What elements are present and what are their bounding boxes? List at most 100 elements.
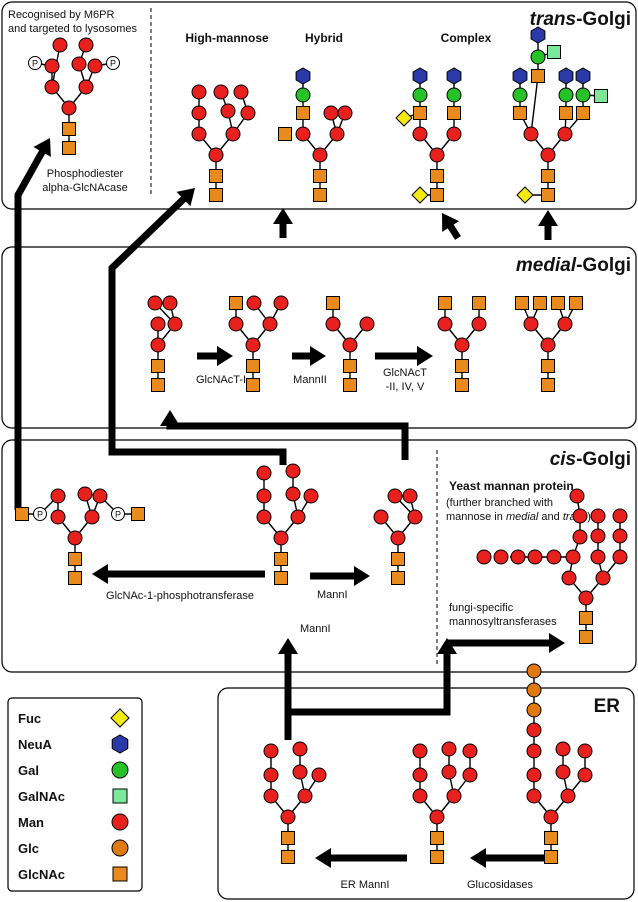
man-residue <box>523 126 539 142</box>
man-residue <box>577 743 593 759</box>
man-residue <box>561 570 577 586</box>
man-residue <box>590 549 606 565</box>
arrow-medial-to-complex <box>442 213 461 240</box>
fuc-residue <box>411 186 429 204</box>
glcnact-ii-label-line2: -II, IV, V <box>386 381 425 393</box>
man-residue <box>337 105 353 121</box>
man-residue <box>167 316 183 332</box>
m6pr-label-line1: Recognised by M6PR <box>8 9 114 21</box>
man-residue <box>429 809 445 825</box>
man-residue <box>402 488 418 504</box>
man-residue <box>263 767 279 783</box>
man-residue <box>373 509 389 525</box>
arrow-glcnact-i <box>197 346 233 366</box>
arrow-phosphotransferase <box>92 564 265 584</box>
man-residue <box>78 79 94 95</box>
glcnac-residue <box>513 106 527 120</box>
man-residue <box>263 743 279 759</box>
gal-residue <box>512 87 528 103</box>
glycan-trans-hybrid <box>295 67 353 202</box>
glcnac-residue <box>430 188 444 202</box>
gal-residue <box>295 87 311 103</box>
arrow-glcnact-ii <box>375 346 433 366</box>
man-residue <box>462 767 478 783</box>
glcnac-residue <box>246 378 260 392</box>
gal-residue <box>575 87 591 103</box>
man-residue <box>71 56 87 72</box>
man-residue <box>92 488 108 504</box>
man-residue <box>67 530 83 546</box>
man-residue <box>77 486 93 502</box>
legend-box <box>7 697 143 892</box>
glcnac-residue <box>151 378 165 392</box>
glcnac-residue <box>541 169 555 183</box>
man-residue <box>407 509 423 525</box>
man-residue <box>213 84 229 100</box>
man-residue <box>526 743 542 759</box>
man-residue <box>191 84 207 100</box>
legend-label-fuc: Fuc <box>18 711 41 726</box>
glcnac-residue <box>343 359 357 373</box>
phosphate-residue <box>33 507 47 521</box>
glcnac-residue <box>246 359 260 373</box>
yeast-mannan-line1: (further branched with <box>446 497 553 509</box>
man-residue <box>557 126 573 142</box>
neua-residue <box>446 67 462 85</box>
phosphodiesterase-label-line2: alpha-GlcNAcase <box>42 182 128 194</box>
legend-label-neua: NeuA <box>18 737 53 752</box>
man-residue <box>540 337 556 353</box>
man-residue <box>543 809 559 825</box>
man-residue <box>476 549 492 565</box>
glcnac-residue <box>209 188 223 202</box>
man-residue <box>191 126 207 142</box>
man-residue <box>303 488 319 504</box>
man-residue <box>240 105 256 121</box>
legend-label-man: Man <box>18 815 44 830</box>
yeast-mannan-line2: mannose in medial and trans) <box>446 511 591 523</box>
glcnac-residue <box>430 831 444 845</box>
man-residue <box>441 741 457 757</box>
man-residue <box>245 337 261 353</box>
neua-residue <box>295 67 311 85</box>
man-residue <box>256 488 272 504</box>
glycan-medial-multi-glcnac <box>515 296 583 392</box>
man-residue <box>323 105 339 121</box>
glc-residue <box>526 702 542 718</box>
man-residue <box>546 549 562 565</box>
man-residue <box>612 528 628 544</box>
gal-residue <box>530 49 546 65</box>
man-residue <box>191 105 207 121</box>
man-residue <box>150 316 166 332</box>
galnac-residue <box>547 45 561 59</box>
man-residue <box>273 295 289 311</box>
glcnac-residue <box>541 378 555 392</box>
neua-residue <box>575 67 591 85</box>
fungi-label-line1: fungi-specific <box>449 602 514 614</box>
man-residue <box>523 316 539 332</box>
legend-symbol-glcnac <box>112 866 128 882</box>
arrow-er-manni <box>315 848 407 868</box>
galnac-residue <box>594 89 608 103</box>
legend-label-glcnac: GlcNAc <box>18 867 65 882</box>
arrow-fungi <box>447 633 565 653</box>
hybrid-label: Hybrid <box>305 31 343 45</box>
man-residue <box>540 147 556 163</box>
fungi-label-line2: mannosyltransferases <box>449 616 557 628</box>
glcnac-residue <box>576 106 590 120</box>
glcnac-residue <box>391 571 405 585</box>
man-residue <box>578 590 594 606</box>
gal-residue <box>446 87 462 103</box>
man-residue <box>412 788 428 804</box>
man-residue <box>577 767 593 783</box>
man-residue <box>311 767 327 783</box>
fuc-residue <box>395 109 413 127</box>
man-residue <box>454 337 470 353</box>
glycan-trans-complex-tetra <box>512 26 608 204</box>
man-residue <box>412 743 428 759</box>
arrow-to-high-mannose <box>108 188 287 465</box>
man-residue <box>359 316 375 332</box>
glcnac-residue <box>455 359 469 373</box>
high-mannose-label: High-mannose <box>185 31 269 45</box>
glcnac-residue <box>551 296 565 310</box>
